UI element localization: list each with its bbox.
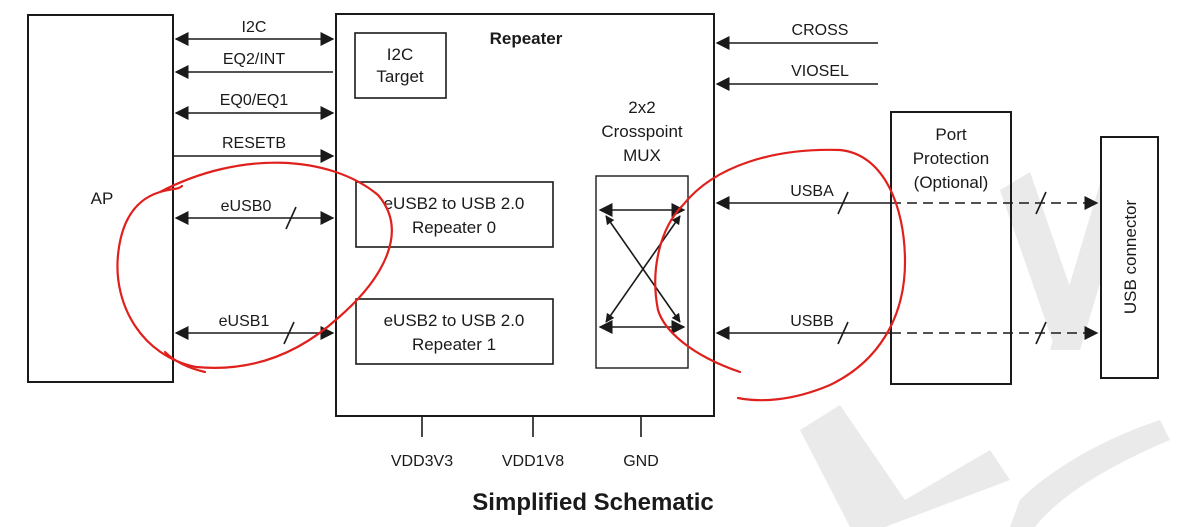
eusb1-bus-slash [283,321,295,345]
port-protection-label-1: Port [935,125,966,144]
mux-path-cross-b [605,215,681,323]
repeater0-label-1: eUSB2 to USB 2.0 [384,194,525,213]
port-protection-label-2: Protection [913,149,990,168]
usb-connector-block [1100,136,1159,379]
usb-connector-label: USB connector [1121,199,1140,314]
schematic-title: Simplified Schematic [472,489,713,516]
eq2-int-signal-label: EQ2/INT [223,51,285,68]
eq0-eq1-signal-label: EQ0/EQ1 [220,92,289,109]
usbb-signal-label: USBB [790,313,834,330]
port-protection-label-3: (Optional) [914,173,989,192]
viosel-signal-label: VIOSEL [791,63,849,80]
mux-label-3: MUX [623,146,661,165]
red-annotation-left-tail [163,350,207,374]
eusb1-signal-label: eUSB1 [219,313,270,330]
usbb-bus-slash [837,321,849,345]
ap-label: AP [91,189,114,208]
repeater1-block [355,298,554,365]
mux-label-1: 2x2 [628,98,655,117]
repeater-label: Repeater [490,29,563,48]
repeater0-block [355,181,554,248]
watermark [800,150,1170,527]
resetb-signal-label: RESETB [222,135,286,152]
usba-bus-slash [837,191,849,215]
usba-bus-slash-2 [1035,191,1047,215]
repeater0-label-2: Repeater 0 [412,218,496,237]
mux-block [595,175,689,369]
gnd-label: GND [623,453,659,470]
i2c-target-block [354,32,447,99]
port-protection-block [890,111,1012,385]
i2c-signal-label: I2C [242,19,267,36]
usbb-bus-slash-2 [1035,321,1047,345]
eusb0-bus-slash [285,206,297,230]
cross-signal-label: CROSS [792,22,849,39]
vdd3v3-label: VDD3V3 [391,453,453,470]
repeater1-label-2: Repeater 1 [412,335,496,354]
red-annotation-left [116,161,393,369]
repeater1-label-1: eUSB2 to USB 2.0 [384,311,525,330]
usba-signal-label: USBA [790,183,834,200]
vdd1v8-label: VDD1V8 [502,453,564,470]
i2c-target-label-1: I2C [387,45,413,64]
i2c-target-label-2: Target [376,67,424,86]
ap-block [27,14,174,383]
red-annotation-right [654,148,907,402]
mux-label-2: Crosspoint [601,122,683,141]
eusb0-signal-label: eUSB0 [221,198,272,215]
